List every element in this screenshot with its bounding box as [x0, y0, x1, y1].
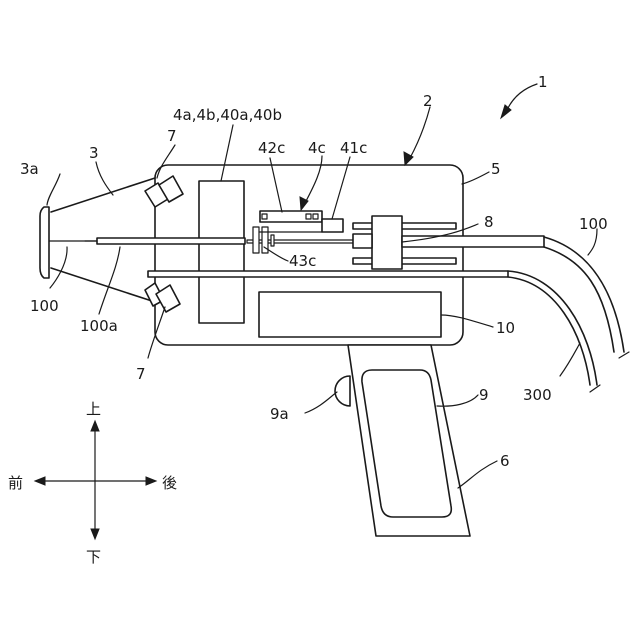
sensor-block	[199, 181, 244, 323]
label-43c: 43c	[289, 252, 316, 270]
arrow-up-icon	[91, 421, 99, 431]
light-module-lower	[145, 283, 180, 312]
label-fiber-left: 100	[30, 297, 59, 315]
grip	[335, 345, 470, 536]
label-light-upper: 7	[167, 127, 177, 145]
trigger-button	[335, 376, 350, 406]
label-8: 8	[484, 213, 494, 231]
slider-collar	[353, 234, 372, 248]
fiber-connector	[402, 236, 544, 247]
label-device: 1	[538, 73, 548, 91]
fiber-tube	[97, 238, 245, 244]
direction-front-label: 前	[8, 474, 23, 492]
label-4c: 4c	[308, 139, 326, 157]
lower-rail	[353, 258, 456, 264]
arrow-left-icon	[35, 477, 45, 485]
label-trigger-plate: 9	[479, 386, 489, 404]
direction-indicator: 上 下 前 後	[8, 400, 177, 566]
label-light-lower: 7	[136, 365, 146, 383]
label-42c: 42c	[258, 139, 285, 157]
block-10	[259, 292, 441, 337]
label-cable-300: 300	[523, 386, 552, 404]
direction-up-label: 上	[86, 400, 101, 418]
label-body: 2	[423, 92, 433, 110]
direction-back-label: 後	[162, 474, 177, 492]
label-fiber-inner: 100a	[80, 317, 118, 335]
label-fiber-right: 100	[579, 215, 608, 233]
label-trigger-button: 9a	[270, 405, 289, 423]
label-housing: 5	[491, 160, 501, 178]
slider-block	[372, 216, 402, 269]
label-10: 10	[496, 319, 515, 337]
direction-down-label: 下	[86, 548, 101, 566]
long-rod	[148, 271, 508, 277]
arrow-right-icon	[146, 477, 156, 485]
device-pointer	[501, 84, 537, 118]
upper-rail	[353, 223, 456, 229]
label-41c: 41c	[340, 139, 367, 157]
label-assembly: 4a,4b,40a,40b	[173, 106, 282, 124]
cone-tip	[40, 207, 49, 278]
label-grip: 6	[500, 452, 510, 470]
label-cone-tip: 3a	[20, 160, 39, 178]
mechanism-4c	[253, 211, 343, 253]
cable-300	[508, 271, 597, 385]
arrow-down-icon	[91, 529, 99, 539]
label-cone: 3	[89, 144, 99, 162]
light-module-upper	[145, 176, 183, 207]
